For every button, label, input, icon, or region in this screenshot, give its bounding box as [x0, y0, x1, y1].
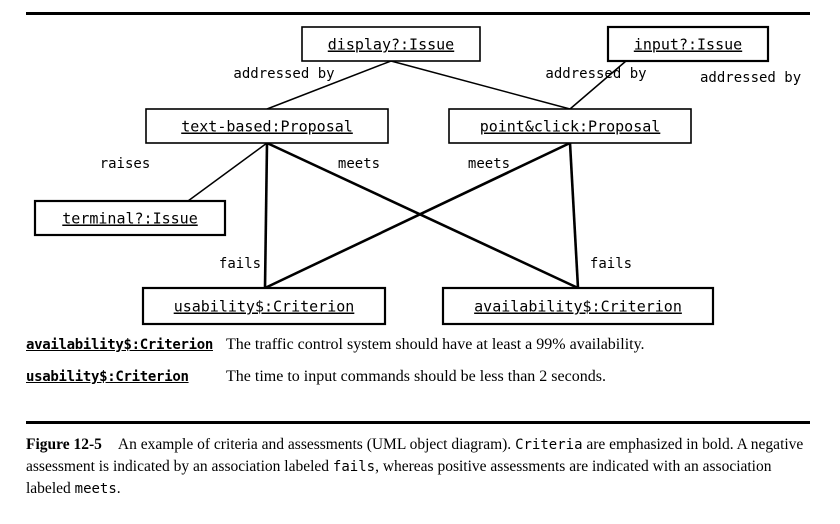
object-label-input: input?:Issue — [634, 36, 742, 54]
legend-row: availability$:Criterion The traffic cont… — [26, 336, 816, 354]
object-node-availability[interactable]: availability$:Criterion — [441, 286, 715, 326]
edge-label-fails-right: fails — [590, 256, 632, 272]
legend-term-usability: usability$:Criterion — [26, 369, 189, 385]
object-node-display[interactable]: display?:Issue — [301, 26, 481, 62]
edge-display-text-based — [266, 60, 392, 110]
figure-number: Figure 12-5 — [26, 436, 102, 453]
caption-horizontal-rule — [26, 421, 810, 424]
object-label-point-click: point&click:Proposal — [480, 118, 661, 136]
caption-mono-fails: fails — [332, 459, 376, 475]
legend-row: usability$:Criterion The time to input c… — [26, 368, 816, 386]
object-label-usability: usability$:Criterion — [174, 298, 355, 316]
edge-text-based-terminal — [187, 142, 268, 202]
object-node-text-based[interactable]: text-based:Proposal — [145, 108, 389, 144]
object-node-usability[interactable]: usability$:Criterion — [141, 286, 387, 326]
edge-input-point-click — [569, 60, 627, 110]
object-node-point-click[interactable]: point&click:Proposal — [448, 108, 692, 144]
edge-label-meets-left: meets — [338, 156, 380, 172]
object-label-terminal: terminal?:Issue — [62, 210, 197, 228]
edge-label-raises: raises — [100, 156, 151, 172]
figure-caption: Figure 12-5 An example of criteria and as… — [26, 434, 816, 500]
caption-text-4: . — [116, 480, 121, 497]
edge-text-based-availability — [266, 141, 579, 290]
caption-mono-meets: meets — [74, 481, 117, 497]
caption-text-2: are emphasized in bold. A negative asses… — [26, 436, 804, 475]
object-label-text-based: text-based:Proposal — [181, 118, 353, 136]
edge-text-based-usability — [263, 142, 269, 289]
object-node-input[interactable]: input?:Issue — [606, 25, 770, 63]
legend-description-usability: The time to input commands should be les… — [226, 368, 606, 385]
criteria-legend: availability$:Criterion The traffic cont… — [26, 336, 816, 400]
object-label-display: display?:Issue — [328, 36, 454, 54]
edge-point-click-usability — [264, 141, 571, 290]
caption-text-3: , whereas positive assessments are indic… — [26, 458, 772, 497]
edge-label-addressed-by-left: addressed by — [233, 66, 334, 82]
edge-display-point-click — [390, 60, 571, 110]
caption-text-1: An example of criteria and assessments (… — [117, 436, 516, 453]
association-lines — [187, 60, 627, 290]
legend-term-availability: availability$:Criterion — [26, 337, 213, 353]
association-labels: addressed by addressed by addressed by r… — [100, 66, 801, 272]
uml-object-diagram: display?:Issue input?:Issue text-based:P… — [0, 18, 840, 328]
top-horizontal-rule — [26, 12, 810, 15]
object-node-terminal[interactable]: terminal?:Issue — [33, 199, 227, 237]
object-label-availability: availability$:Criterion — [474, 298, 682, 316]
legend-description-availability: The traffic control system should have a… — [226, 336, 645, 353]
caption-mono-criteria: Criteria — [515, 437, 583, 453]
edge-label-meets-right: meets — [468, 156, 510, 172]
edge-label-addressed-by-right: addressed by — [700, 70, 801, 86]
edge-point-click-availability — [568, 142, 580, 289]
edge-label-fails-left: fails — [219, 256, 261, 272]
edge-label-addressed-by-middle: addressed by — [545, 66, 646, 82]
